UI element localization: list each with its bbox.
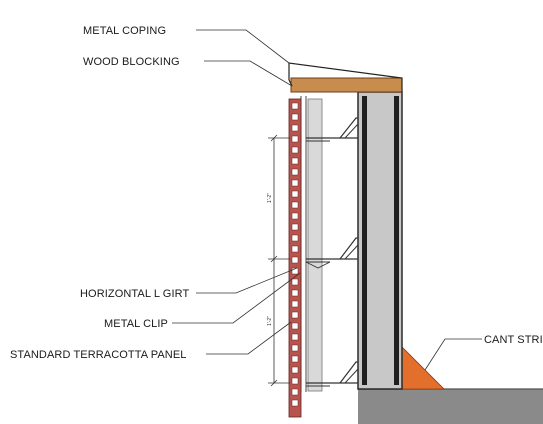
cant-strip	[400, 345, 445, 390]
terracotta-panel-cell	[291, 190, 299, 198]
terracotta-panel-cell	[291, 201, 299, 209]
terracotta-panel-cell	[291, 113, 299, 121]
wall-inner-face	[362, 96, 367, 385]
terracotta-panel-cell	[291, 300, 299, 308]
label-horizontal-l-girt: HORIZONTAL L GIRT	[80, 288, 189, 300]
metal-coping	[288, 62, 403, 92]
dimension-text-upper: 1'-2"	[267, 193, 273, 203]
terracotta-panel-cell	[291, 355, 299, 363]
wall-outer-face	[394, 96, 399, 385]
terracotta-panel-cell	[291, 267, 299, 275]
terracotta-panel-cell	[291, 179, 299, 187]
terracotta-panel-cell	[291, 333, 299, 341]
dimension-line	[268, 134, 290, 387]
terracotta-panel-cell	[291, 278, 299, 286]
terracotta-panel-cell	[291, 234, 299, 242]
terracotta-panel-cell	[291, 399, 299, 407]
roof-slab	[358, 389, 543, 424]
terracotta-panel-cell	[291, 124, 299, 132]
terracotta-panel-cell	[291, 289, 299, 297]
terracotta-panel-cell	[291, 168, 299, 176]
terracotta-panel-cell	[291, 245, 299, 253]
terracotta-panel-cell	[291, 146, 299, 154]
label-metal-coping: METAL COPING	[83, 25, 166, 37]
girt-clip-middle	[305, 237, 359, 269]
terracotta-panel-cell	[291, 212, 299, 220]
terracotta-panel-cell	[291, 102, 299, 110]
terracotta-panel-cell	[291, 256, 299, 264]
terracotta-panel-cell	[291, 366, 299, 374]
label-wood-blocking: WOOD BLOCKING	[83, 56, 180, 68]
terracotta-panel-cell	[291, 322, 299, 330]
label-standard-terracotta-panel: STANDARD TERRACOTTA PANEL	[10, 349, 187, 361]
girt-clip-upper	[306, 117, 359, 142]
label-metal-clip: METAL CLIP	[104, 318, 168, 330]
girt-clip-lower	[306, 361, 359, 387]
panel-backing	[307, 98, 323, 392]
terracotta-panel-cell	[291, 157, 299, 165]
label-cant-strip: CANT STRIP	[484, 334, 543, 346]
metal-coping-drip	[288, 79, 293, 87]
dimension-text-lower: 1'-2"	[267, 316, 273, 326]
terracotta-panel-cell	[291, 344, 299, 352]
terracotta-panel-cell	[291, 388, 299, 396]
terracotta-panel-cell	[291, 135, 299, 143]
terracotta-panel-cell	[291, 223, 299, 231]
leader-lines	[172, 29, 482, 371]
terracotta-panel-cell	[291, 311, 299, 319]
terracotta-panel-cells	[291, 102, 299, 407]
terracotta-panel-cell	[291, 377, 299, 385]
wood-blocking	[290, 77, 403, 93]
